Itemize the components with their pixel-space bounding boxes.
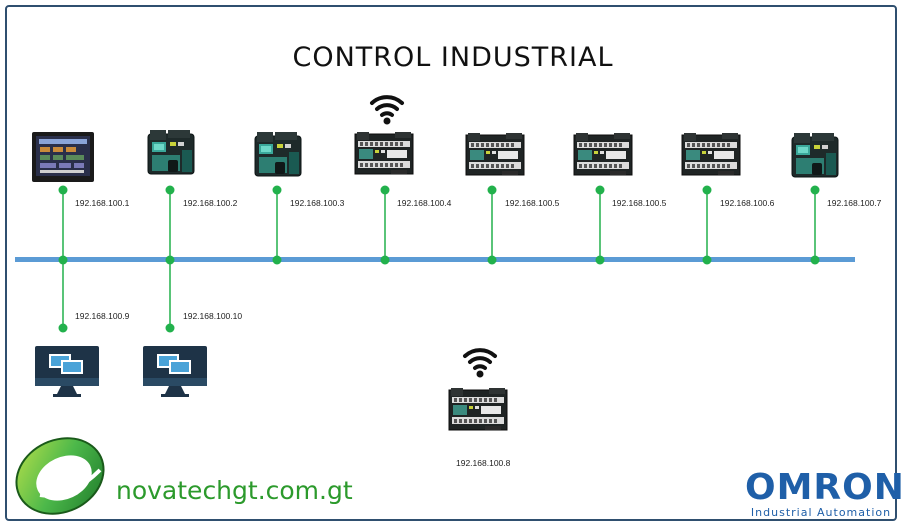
plc-cpu-icon <box>147 129 195 175</box>
omron-name: OMRON <box>745 467 905 508</box>
plc-io-icon <box>681 132 741 176</box>
plc-cpu-icon <box>791 132 839 178</box>
wifi-icon <box>463 348 497 380</box>
plc-io-icon <box>573 132 633 176</box>
novatech-logo-icon <box>15 437 105 515</box>
network-nodes <box>58 185 820 333</box>
hmi-panel-icon <box>32 132 94 182</box>
diagram-title: CONTROL INDUSTRIAL <box>292 42 614 73</box>
ip-label: 192.168.100.6 <box>720 198 775 208</box>
omron-tagline: Industrial Automation <box>750 506 892 519</box>
ip-label: 192.168.100.4 <box>397 198 452 208</box>
plc-io-icon <box>448 387 508 431</box>
ip-label: 192.168.100.10 <box>183 311 243 321</box>
ip-label: 192.168.100.1 <box>75 198 130 208</box>
ip-label: 192.168.100.8 <box>456 458 511 468</box>
ip-label: 192.168.100.7 <box>827 198 882 208</box>
plc-io-icon <box>465 132 525 176</box>
ip-label: 192.168.100.5 <box>612 198 667 208</box>
ip-label: 192.168.100.3 <box>290 198 345 208</box>
ethernet-bus <box>15 257 855 262</box>
plc-io-icon <box>354 131 414 175</box>
ip-label: 192.168.100.2 <box>183 198 238 208</box>
brand-website: novatechgt.com.gt <box>116 476 353 505</box>
ip-label: 192.168.100.5 <box>505 198 560 208</box>
diagram-frame <box>5 5 897 521</box>
monitor-icon <box>35 346 99 397</box>
omron-logo: OMRON Industrial Automation <box>745 467 905 520</box>
plc-cpu-icon <box>254 131 302 177</box>
ip-label: 192.168.100.9 <box>75 311 130 321</box>
monitor-icon <box>143 346 207 397</box>
wifi-icon <box>370 95 404 127</box>
